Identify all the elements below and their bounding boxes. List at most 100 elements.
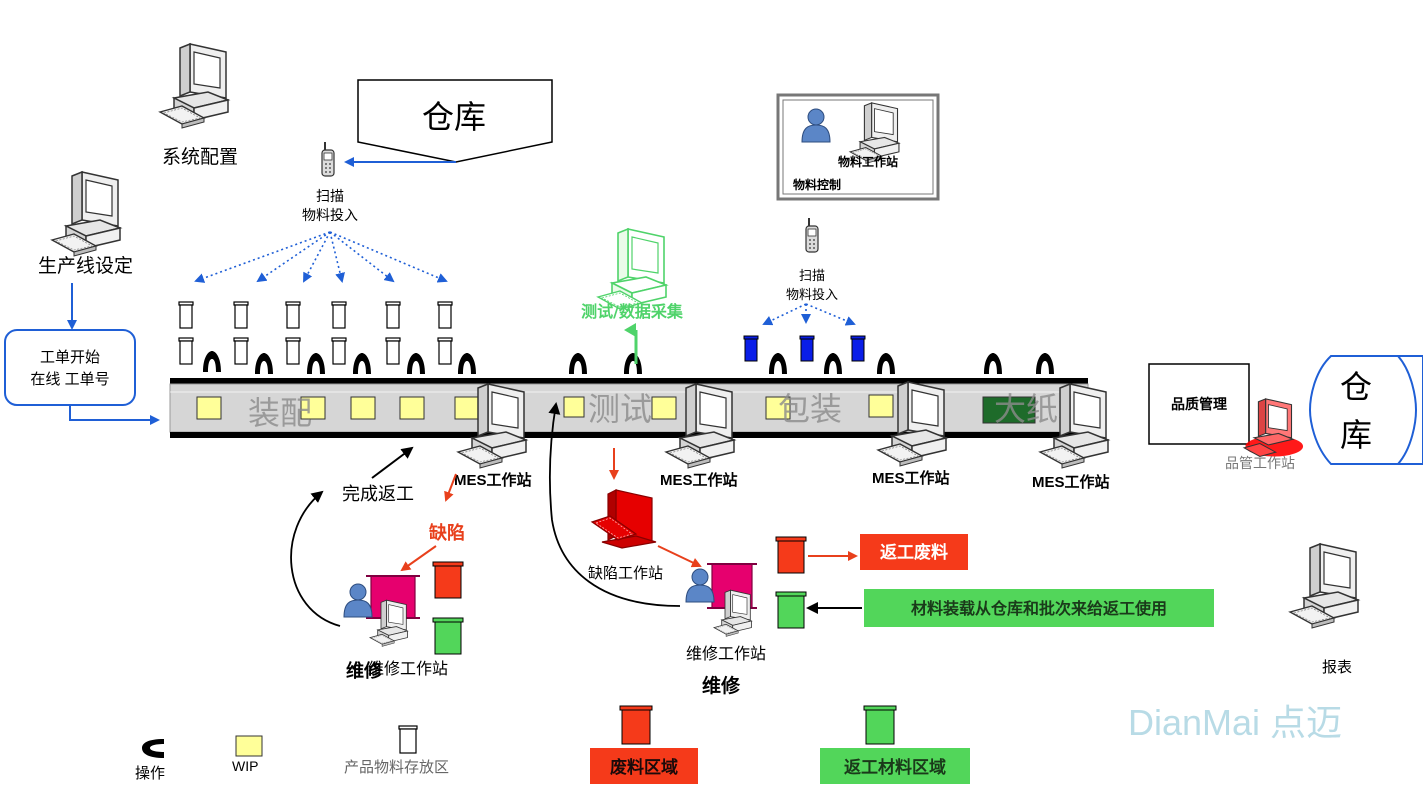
operator-icon [203, 351, 221, 372]
arrow-defect-to-repair [400, 545, 437, 572]
scanner-phone-icon [805, 217, 819, 253]
mes-station-2-label: MES工作站 [660, 471, 738, 489]
wip-square-icon [563, 396, 585, 418]
storage-bins-pack [743, 335, 866, 362]
mes-station-1-label: MES工作站 [454, 471, 532, 489]
wip-items [196, 394, 1036, 424]
operator-icon [769, 353, 787, 374]
operator-icon [984, 353, 1002, 374]
line-setup-label: 生产线设定 [38, 255, 133, 277]
wip-square-icon [350, 396, 376, 420]
work-order-box [4, 329, 136, 406]
operator-icon [407, 353, 425, 374]
operator-icon [824, 353, 842, 374]
operator-icon [624, 353, 642, 374]
storage-bin-icon [385, 337, 401, 365]
wip-square-icon [196, 396, 222, 420]
work-order-label-line1: 工单开始 [40, 349, 100, 366]
legend-operation-label: 操作 [135, 764, 165, 782]
warehouse-top-label: 仓库 [422, 98, 486, 136]
storage-bin-icon [285, 301, 301, 329]
storage-bin-icon [437, 337, 453, 365]
storage-bin-icon [743, 335, 759, 362]
scan2-label-line2: 物料投入 [786, 287, 838, 303]
storage-bin-icon [398, 725, 418, 754]
storage-bin-icon [432, 617, 464, 655]
scanner-phone-icon [321, 141, 335, 177]
scan-label-line2: 物料投入 [302, 208, 358, 224]
rework-material-label: 材料装载从仓库和批次来给返工使用 [911, 599, 1167, 618]
storage-bin-icon [233, 301, 249, 329]
stage-assembly-label: 装配 [248, 394, 312, 432]
stage-test-label: 测试 [588, 390, 652, 428]
wip-square-icon [868, 394, 894, 418]
legend-wip-label: WIP [232, 758, 258, 774]
report-label: 报表 [1322, 658, 1352, 676]
arrow-rework-loop-left [290, 490, 341, 627]
operator-icon [142, 739, 164, 758]
warehouse-top-shape [357, 79, 553, 163]
storage-bin-icon [863, 705, 897, 745]
bins-left [432, 561, 464, 655]
legend-storage-label: 产品物料存放区 [344, 758, 449, 776]
wip-square-icon [765, 396, 791, 420]
operator-icon [569, 353, 587, 374]
warehouse-right-line2: 库 [1340, 416, 1372, 454]
storage-bin-icon [432, 561, 464, 599]
repair-right-label: 维修 [702, 674, 741, 697]
legend-scrap-area-label: 废料区域 [610, 757, 678, 778]
operator-icon [307, 353, 325, 374]
defect-label: 缺陷 [428, 522, 465, 544]
warehouse-right-line1: 仓 [1340, 368, 1372, 406]
computer-icon [1289, 543, 1359, 629]
warehouse-right-curve [1397, 355, 1418, 465]
test-data-label: 测试/数据采集 [581, 302, 684, 321]
test-computer-icon [596, 227, 669, 310]
storage-bin-icon [775, 536, 807, 574]
storage-bin-icon [331, 301, 347, 329]
material-control-box [776, 93, 940, 201]
legend-rework-area-label: 返工材料区域 [844, 757, 946, 778]
storage-bin-icon [619, 705, 653, 745]
rework-material-box [864, 589, 1214, 627]
work-order-label-line2: 在线 工单号 [30, 371, 109, 388]
person-icon [685, 568, 715, 603]
operator-icon [1036, 353, 1054, 374]
legend-scrap-area-box [590, 748, 698, 784]
rework-scrap-label: 返工废料 [880, 542, 948, 563]
material-feed-arrows-pack [762, 303, 856, 326]
material-control-inner [782, 99, 934, 195]
legend-rework-area-box [820, 748, 970, 784]
arrow-defect-to-repair-right [657, 545, 702, 568]
stage-pack-label: 包装 [778, 390, 842, 428]
wip-square-icon [454, 396, 480, 420]
quality-mgmt-label: 品质管理 [1171, 396, 1227, 413]
operator-icon [353, 353, 371, 374]
operator-icon [877, 353, 895, 374]
arrow-defect-down [444, 473, 457, 502]
rework-done-label: 完成返工 [342, 484, 414, 505]
operator-icon [255, 353, 273, 374]
person-icon [343, 583, 373, 618]
mes-station-4-label: MES工作站 [1032, 473, 1110, 491]
wip-square-icon [235, 735, 263, 757]
storage-bin-icon [850, 335, 866, 362]
watermark-text: DianMai 点迈 [1128, 702, 1342, 743]
storage-bin-icon [775, 591, 807, 629]
repair-station-right-label: 维修工作站 [686, 644, 766, 663]
storage-bin-icon [331, 337, 347, 365]
storage-bin-icon [437, 301, 453, 329]
material-station-label: 物料工作站 [838, 154, 898, 169]
storage-bin-icon [178, 337, 194, 365]
storage-bin-icon [385, 301, 401, 329]
repair-station-left-label: 维修工作站 [368, 659, 448, 678]
repair-left-label: 维修 [346, 660, 383, 682]
operators [203, 351, 1054, 374]
arrow-rework-loop-right [548, 402, 681, 607]
scan2-label-line1: 扫描 [799, 269, 825, 284]
scan-label-line1: 扫描 [316, 189, 344, 205]
wip-square-icon [300, 396, 326, 420]
storage-bin-icon [178, 301, 194, 329]
